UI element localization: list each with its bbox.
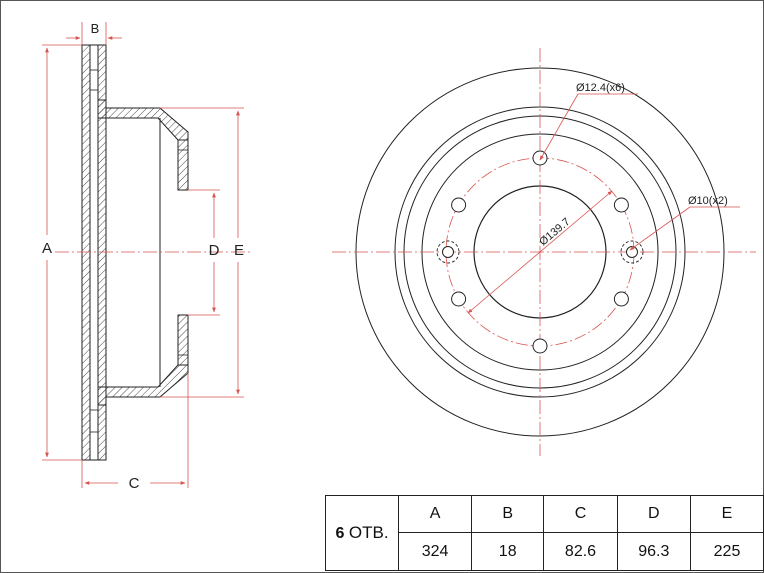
value-e: 225 xyxy=(689,532,764,571)
bolt-hole xyxy=(451,291,467,307)
spec-table-value-row: 324 18 82.6 96.3 225 xyxy=(326,532,764,571)
holes-count-cell: 6 ОТВ. xyxy=(324,495,400,571)
bolt-hole xyxy=(613,291,629,307)
pcd-label: Ø139.7 xyxy=(537,216,572,248)
friction-ring-inner xyxy=(97,44,107,461)
spec-table-header-row: 6 ОТВ. A B C D E xyxy=(324,495,764,571)
pilot-hole xyxy=(436,240,460,264)
holes-unit: ОТВ. xyxy=(348,523,389,542)
bolt-holes xyxy=(451,150,629,354)
dimension-c: C xyxy=(81,373,189,492)
section-view: A B C D xyxy=(42,21,250,492)
pilot-holes xyxy=(436,240,644,264)
holes-count: 6 xyxy=(335,525,345,542)
header-c: C xyxy=(543,495,618,533)
bolt-hole xyxy=(532,150,548,166)
dimension-d-label: D xyxy=(209,242,220,259)
dimension-e: E xyxy=(160,107,244,398)
cooling-vanes xyxy=(90,69,98,433)
dimension-c-label: C xyxy=(129,475,140,492)
header-b: B xyxy=(471,495,545,533)
value-d: 96.3 xyxy=(616,532,691,571)
dimension-a: A xyxy=(42,44,82,461)
dimension-d: D xyxy=(188,189,220,316)
hub-flange-top xyxy=(177,139,189,191)
bolt-hole-label: Ø12.4(x6) xyxy=(576,82,625,94)
dimension-b-label: B xyxy=(91,21,100,36)
value-b: 18 xyxy=(471,532,545,571)
bolt-hole-callout: Ø12.4(x6) xyxy=(539,82,638,161)
value-c: 82.6 xyxy=(543,532,618,571)
bolt-hole xyxy=(532,338,548,354)
dimension-a-label: A xyxy=(42,240,52,257)
dimension-b: B xyxy=(66,21,122,45)
pilot-hole-callout: Ø10(x2) xyxy=(629,195,740,251)
hat-bottom-wall xyxy=(97,364,189,406)
value-a: 324 xyxy=(398,532,473,571)
bolt-hole xyxy=(451,197,467,213)
header-e: E xyxy=(689,495,764,533)
header-a: A xyxy=(398,495,473,533)
bolt-hole xyxy=(613,197,629,213)
header-d: D xyxy=(616,495,691,533)
hub-flange-bottom xyxy=(177,314,189,366)
spec-table: 6 ОТВ. A B C D E 324 18 82.6 96.3 225 xyxy=(324,495,764,571)
front-view: Ø12.4(x6) Ø10(x2) Ø139.7 xyxy=(332,48,756,456)
dimension-e-label: E xyxy=(234,242,244,259)
hat-top-wall xyxy=(97,99,189,141)
friction-ring-outer xyxy=(81,44,91,461)
pilot-hole-label: Ø10(x2) xyxy=(688,195,728,207)
